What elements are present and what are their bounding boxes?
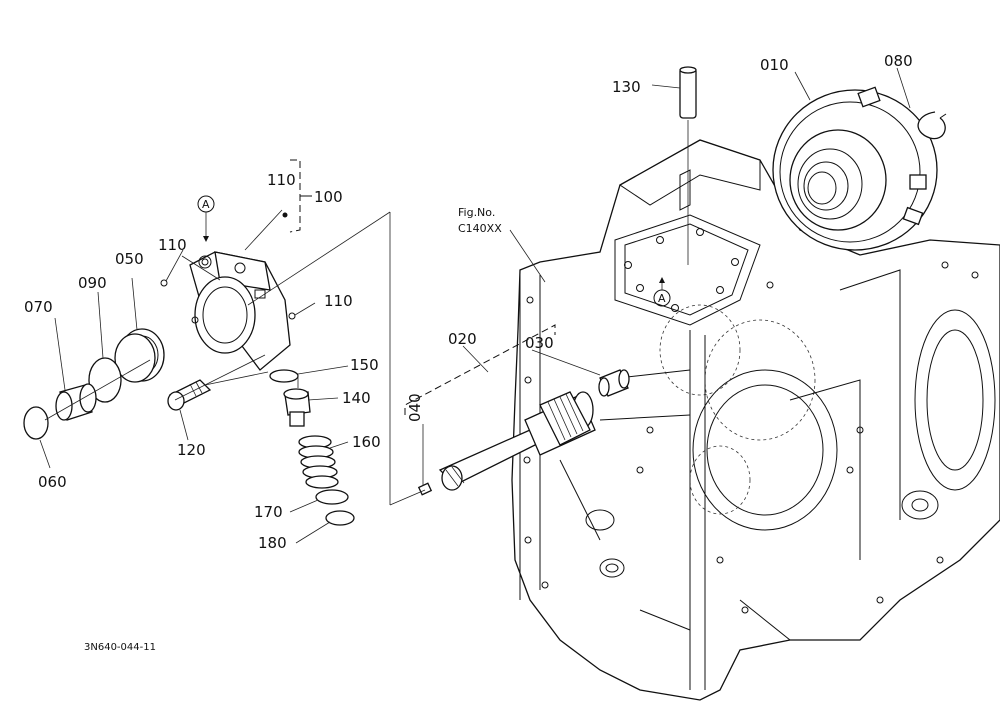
callout-110-top: 110 <box>267 171 296 189</box>
callout-060: 060 <box>38 473 67 491</box>
callout-160: 160 <box>352 433 381 451</box>
part-180-ring <box>325 510 355 526</box>
drawing-number: 3N640-044-11 <box>84 642 156 653</box>
part-120-bolt <box>167 379 212 411</box>
part-140-valve <box>283 388 311 427</box>
marker-a-right-label: A <box>658 292 666 305</box>
part-160-spring <box>298 435 339 489</box>
leader-lines <box>39 67 911 544</box>
part-170-shim <box>315 489 349 505</box>
part-150-o-ring <box>269 369 299 383</box>
part-020-shaft <box>438 391 596 491</box>
marker-a-left <box>197 195 215 242</box>
part-130-pin <box>679 66 697 265</box>
part-010-drum <box>772 86 938 251</box>
callout-110-left: 110 <box>158 236 187 254</box>
part-100-housing <box>160 212 296 371</box>
fig-ref-leader <box>509 229 546 283</box>
part-060-snap-ring <box>23 406 49 440</box>
callout-030: 030 <box>525 334 554 352</box>
callout-110-right: 110 <box>324 292 353 310</box>
callout-070: 070 <box>24 298 53 316</box>
part-040-plug <box>417 482 433 496</box>
callout-050: 050 <box>115 250 144 268</box>
callout-100: 100 <box>314 188 343 206</box>
marker-a-right <box>653 277 671 307</box>
callout-020: 020 <box>448 330 477 348</box>
callout-040: 040 <box>406 393 424 422</box>
bracket-100 <box>289 159 301 233</box>
callout-130: 130 <box>612 78 641 96</box>
callout-090: 090 <box>78 274 107 292</box>
fig-ref-line1: Fig.No. <box>458 206 495 219</box>
part-030-bushing <box>598 369 630 397</box>
callout-080: 080 <box>884 52 913 70</box>
part-050-bearing <box>114 328 165 383</box>
marker-a-left-label: A <box>202 198 210 211</box>
callout-180: 180 <box>258 534 287 552</box>
callout-150: 150 <box>350 356 379 374</box>
part-080-snap-ring <box>917 111 947 140</box>
part-090-ring <box>88 357 122 403</box>
callout-010: 010 <box>760 56 789 74</box>
assembly-bracket <box>404 324 556 415</box>
callout-170: 170 <box>254 503 283 521</box>
callout-120: 120 <box>177 441 206 459</box>
callout-140: 140 <box>342 389 371 407</box>
assembly-lines <box>44 209 426 506</box>
fig-ref-line2: C140XX <box>458 222 502 235</box>
